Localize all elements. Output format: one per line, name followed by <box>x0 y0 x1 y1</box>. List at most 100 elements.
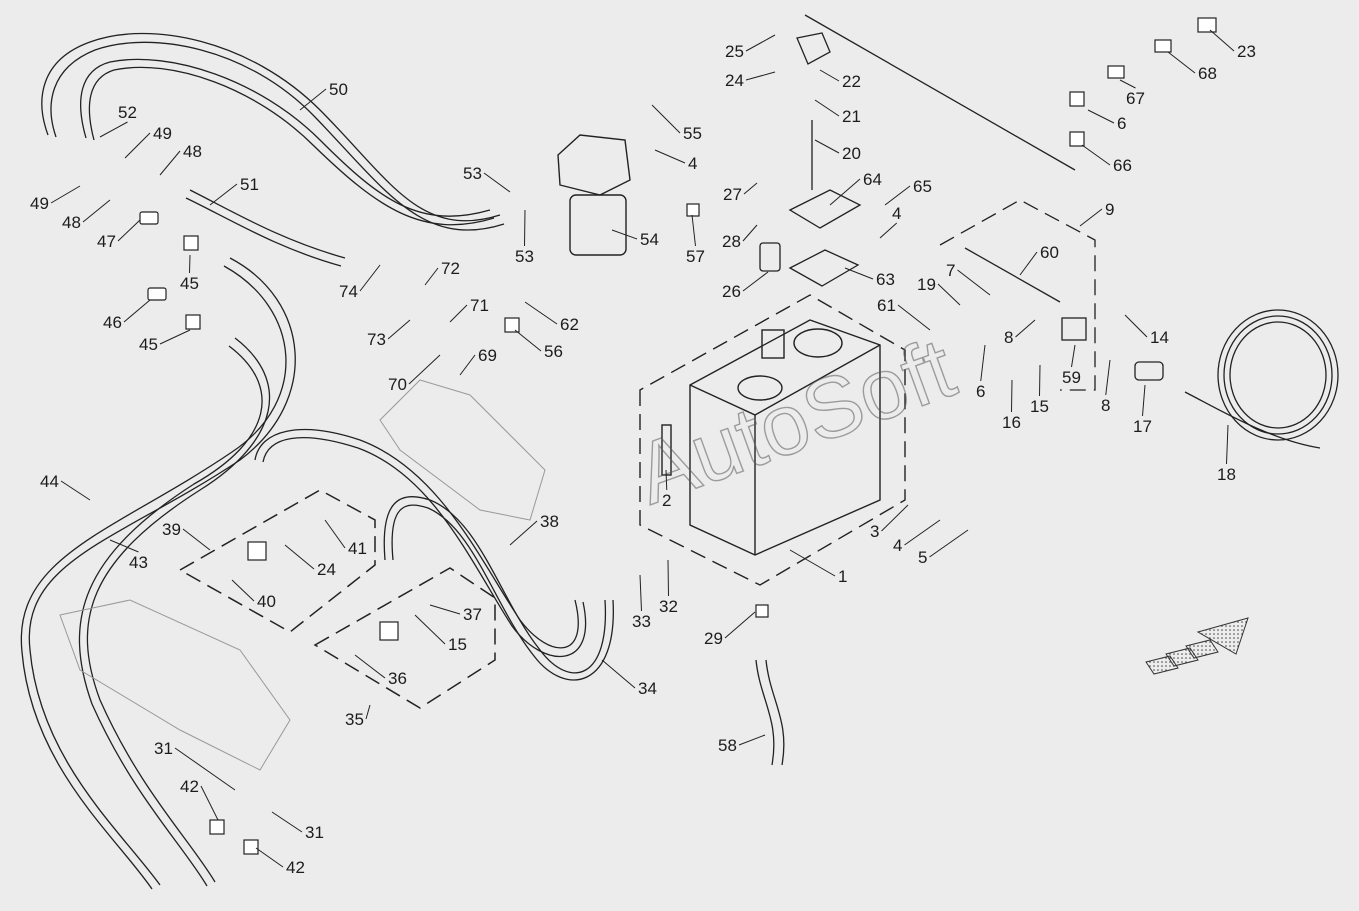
leader-line-67 <box>1119 79 1136 89</box>
leader-line-57 <box>691 214 696 247</box>
leader-line-23 <box>1209 29 1235 52</box>
leader-line-17 <box>1142 384 1146 417</box>
leader-line-74 <box>359 264 381 292</box>
callout-41: 41 <box>348 539 367 558</box>
leader-line-1 <box>789 549 836 577</box>
leader-line-26 <box>742 271 769 292</box>
leader-line-27 <box>743 182 758 195</box>
callout-45: 45 <box>180 274 199 293</box>
fitting-47 <box>139 211 159 225</box>
callout-29: 29 <box>704 629 723 648</box>
leader-line-41 <box>324 519 346 549</box>
callout-19: 19 <box>917 275 936 294</box>
leader-line-54 <box>611 229 638 240</box>
fittings <box>139 17 1217 855</box>
callout-48: 48 <box>62 213 81 232</box>
fitting-46 <box>147 287 167 301</box>
elbow-66 <box>1069 131 1085 147</box>
tank-body <box>689 319 881 556</box>
leader-line-70 <box>408 354 441 385</box>
leader-line-3 <box>881 504 909 532</box>
callout-24: 24 <box>317 560 336 579</box>
callout-21: 21 <box>842 107 861 126</box>
callout-37: 37 <box>463 605 482 624</box>
leader-line-49 <box>124 132 151 159</box>
hose-group <box>20 32 1339 890</box>
hose-38 <box>254 428 579 649</box>
breather-26 <box>759 242 781 272</box>
leader-line-8 <box>1015 319 1036 338</box>
tank-dashed-outline <box>639 294 906 586</box>
leader-line-31 <box>174 747 236 791</box>
callout-64: 64 <box>863 170 882 189</box>
leader-line-4 <box>654 149 686 164</box>
callout-15: 15 <box>1030 397 1049 416</box>
leader-line-40 <box>231 579 255 602</box>
return-filter <box>557 134 631 256</box>
leader-line-59 <box>1071 344 1076 368</box>
coil-18-lead <box>1184 391 1321 449</box>
callout-23: 23 <box>1237 42 1256 61</box>
leader-line-7 <box>957 269 991 296</box>
leader-line-64 <box>829 178 861 206</box>
callout-65: 65 <box>913 177 932 196</box>
hose-34-inner <box>391 504 614 681</box>
leader-line-47 <box>117 219 141 242</box>
pump-assembly <box>59 379 546 771</box>
elbow-6 <box>1069 91 1085 107</box>
callout-61: 61 <box>877 296 896 315</box>
leader-line-14 <box>1124 314 1148 338</box>
leader-line-6 <box>1087 109 1115 124</box>
leader-line-35 <box>365 704 371 720</box>
hose-58-inner <box>765 659 785 766</box>
leader-line-73 <box>387 319 411 340</box>
callout-4: 4 <box>892 204 901 223</box>
leader-line-56 <box>514 329 542 352</box>
switch-59 <box>1061 317 1087 341</box>
leader-line-18 <box>1226 424 1229 465</box>
callout-66: 66 <box>1113 156 1132 175</box>
leader-line-66 <box>1081 144 1111 166</box>
frame-39 <box>178 489 376 633</box>
frame-35 <box>313 567 496 709</box>
leader-line-42 <box>200 785 219 821</box>
callout-18: 18 <box>1217 465 1236 484</box>
callout-68: 68 <box>1198 64 1217 83</box>
callout-32: 32 <box>659 597 678 616</box>
leader-line-24 <box>745 71 776 81</box>
leader-line-45 <box>159 329 191 345</box>
callout-28: 28 <box>722 232 741 251</box>
callout-57: 57 <box>686 247 705 266</box>
callout-49: 49 <box>30 194 49 213</box>
leader-line-71 <box>449 304 468 323</box>
hose-50 <box>41 32 501 222</box>
leader-line-58 <box>738 734 766 746</box>
watermark: AutoSoft <box>624 320 967 523</box>
callout-69: 69 <box>478 346 497 365</box>
leader-line-53 <box>483 172 511 193</box>
callout-72: 72 <box>441 259 460 278</box>
callout-56: 56 <box>544 342 563 361</box>
callout-59: 59 <box>1062 368 1081 387</box>
leader-line-69 <box>459 354 476 376</box>
leader-line-33 <box>639 574 642 612</box>
hose-44 <box>28 257 296 886</box>
fitting-42a <box>209 819 225 835</box>
callout-36: 36 <box>388 669 407 688</box>
callout-9: 9 <box>1105 200 1114 219</box>
callout-35: 35 <box>345 710 364 729</box>
callout-54: 54 <box>640 230 659 249</box>
callout-15: 15 <box>448 635 467 654</box>
gasket-63 <box>788 249 860 287</box>
callout-63: 63 <box>876 270 895 289</box>
valve-22 <box>796 32 831 65</box>
plug-57 <box>686 203 700 217</box>
tube-60 <box>964 247 1061 303</box>
leader-line-61 <box>897 304 931 331</box>
leader-line-48 <box>159 150 181 176</box>
leader-line-39 <box>182 528 211 551</box>
coil-18-b <box>1223 315 1333 435</box>
leader-line-68 <box>1167 51 1196 74</box>
